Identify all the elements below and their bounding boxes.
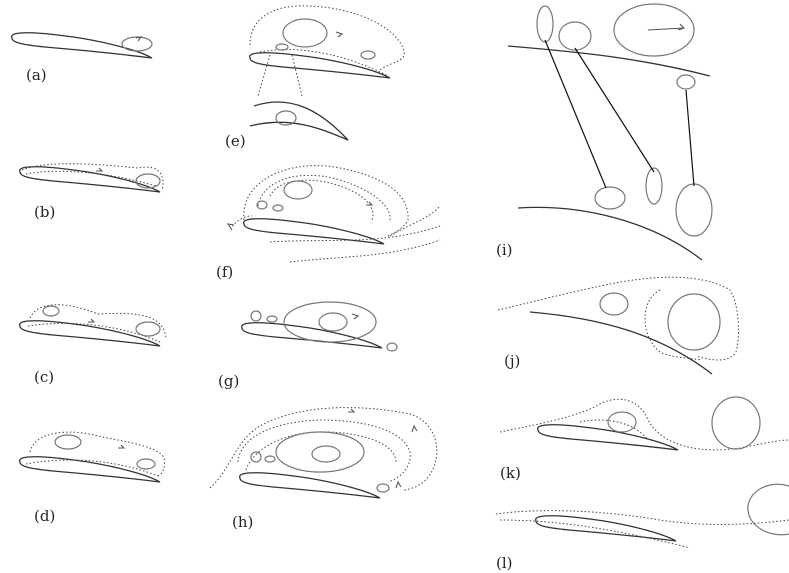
separation-line (500, 520, 690, 548)
vortex (608, 412, 636, 432)
panel-g: (g) (218, 302, 397, 390)
rotation-arrow (412, 426, 417, 432)
separation-line (498, 277, 738, 360)
panel-label-l: (l) (496, 554, 513, 572)
secondary-vortex (251, 311, 261, 321)
rotation-arrow (88, 319, 94, 322)
vortex (595, 187, 625, 209)
vortex (600, 293, 628, 315)
trailing-edge-vortex (122, 37, 152, 51)
trailing-edge-vortex (136, 322, 160, 336)
trailing-edge-vortex (377, 484, 389, 492)
airfoil (538, 425, 678, 450)
streamline (232, 216, 252, 226)
airfoil (242, 323, 382, 348)
airfoil (12, 33, 152, 58)
panel-label-e: (e) (225, 132, 246, 150)
trailing-edge-vortex (361, 51, 375, 59)
panel-e: (e) (225, 6, 404, 150)
secondary-vortex (265, 456, 275, 462)
rotation-arrow (648, 24, 684, 30)
leading-edge-vortex (283, 19, 327, 47)
leading-edge-vortex-outer (276, 432, 364, 472)
airfoil (20, 167, 160, 192)
panel-c: (c) (20, 305, 166, 386)
leading-edge-vortex (43, 306, 59, 316)
streamline (290, 240, 440, 262)
panel-k: (k) (500, 397, 789, 482)
vortex-connector (686, 90, 694, 186)
panel-label-c: (c) (34, 368, 54, 386)
panel-d: (d) (20, 432, 165, 525)
panel-label-i: (i) (496, 241, 513, 259)
rotation-arrow (366, 202, 372, 205)
vortex (748, 484, 789, 535)
vortex (537, 6, 553, 42)
surface (530, 312, 712, 374)
leading-edge-vortex (55, 435, 81, 449)
separation-line (500, 399, 789, 450)
separation-line (246, 432, 396, 470)
separation-line (244, 166, 408, 236)
panel-label-a: (a) (26, 66, 47, 84)
rotation-arrow (348, 409, 354, 412)
vortex (676, 184, 712, 236)
vortex (712, 397, 760, 449)
panel-label-k: (k) (500, 464, 521, 482)
separation-line (210, 408, 437, 490)
zoom-guide (258, 55, 270, 96)
rotation-arrow (136, 37, 141, 41)
vortex-connector (545, 40, 606, 188)
panel-label-d: (d) (34, 507, 55, 525)
airfoil-zoom-surface (250, 122, 348, 140)
vortex-connector (575, 48, 654, 172)
airfoil (244, 219, 384, 244)
panel-label-h: (h) (232, 513, 253, 531)
secondary-vortex (267, 316, 277, 322)
separation-line (496, 511, 789, 525)
panel-i: (i) (496, 4, 712, 260)
leading-edge-vortex (284, 181, 312, 199)
vortex (668, 294, 720, 350)
rotation-arrow (352, 314, 358, 319)
rotation-arrow (118, 445, 124, 448)
separation-line (250, 6, 404, 70)
airfoil (250, 53, 390, 78)
panel-h: (h) (210, 408, 437, 531)
vortex (677, 75, 695, 89)
panel-label-j: (j) (504, 352, 520, 370)
separation-line (22, 164, 163, 190)
secondary-vortex (251, 452, 261, 462)
rotation-arrow (228, 224, 234, 230)
trailing-edge-vortex (137, 459, 155, 469)
panel-label-b: (b) (34, 203, 55, 221)
leading-edge-vortex-core (312, 446, 340, 462)
streamline (390, 206, 440, 236)
vortex (646, 168, 662, 204)
rotation-arrow (396, 482, 401, 488)
panel-b: (b) (20, 164, 163, 221)
rotation-arrow (96, 168, 102, 171)
trailing-edge-vortex (136, 174, 160, 188)
panel-label-g: (g) (218, 372, 239, 390)
panel-label-f: (f) (216, 263, 233, 281)
lower-surface (518, 207, 702, 260)
leading-edge-vortex-outer (284, 302, 376, 342)
panel-a: (a) (12, 33, 152, 84)
secondary-vortex (273, 205, 283, 211)
zoom-guide (292, 55, 302, 96)
leading-edge-vortex-core (319, 313, 347, 331)
panel-j: (j) (498, 277, 738, 374)
airfoil (240, 473, 380, 498)
panel-l: (l) (496, 484, 789, 572)
panel-f: (f) (216, 166, 440, 281)
vortex (559, 22, 591, 50)
trailing-edge-vortex (387, 343, 397, 351)
rotation-arrow (336, 32, 342, 37)
